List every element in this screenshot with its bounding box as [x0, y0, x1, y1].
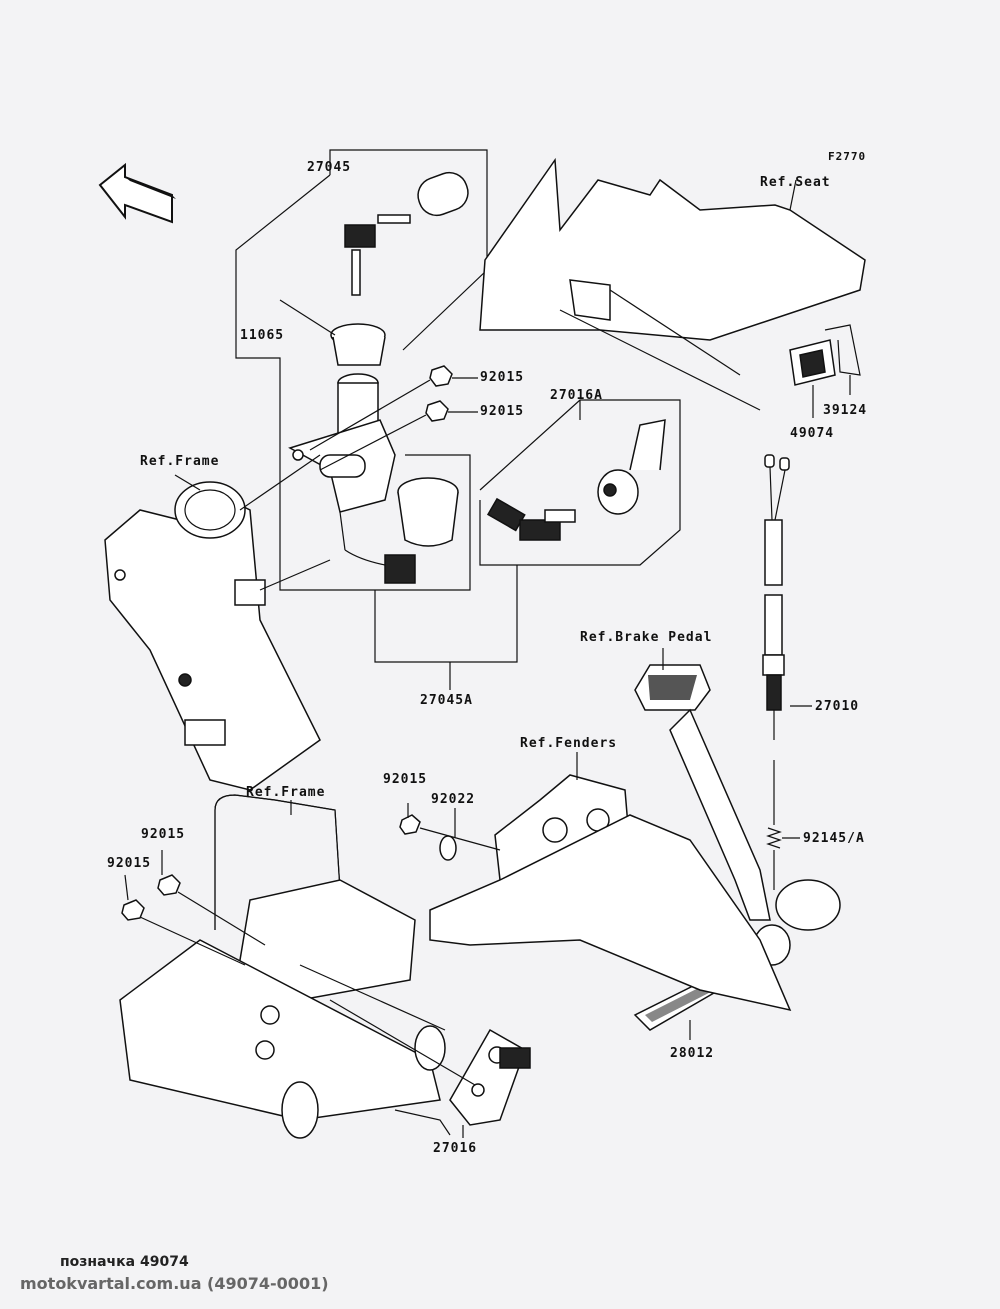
label-27010: 27010 — [815, 699, 860, 714]
fenders-ref — [429, 774, 792, 1012]
spring-92145A — [766, 760, 800, 890]
label-49074: 49074 — [790, 426, 835, 441]
nut-92015-d — [157, 874, 181, 896]
label-27016: 27016 — [433, 1141, 478, 1156]
label-11065: 11065 — [240, 328, 285, 343]
figure-code: F2770 — [828, 150, 867, 163]
label-ref-seat: Ref.Seat — [760, 175, 831, 190]
bracket-27045 — [235, 149, 488, 591]
brake-pedal-ref — [634, 664, 841, 966]
nut-92015-e — [121, 899, 145, 921]
label-ref-frame-bottom: Ref.Frame — [246, 785, 326, 800]
label-ref-frame-top: Ref.Frame — [140, 454, 220, 469]
label-28012: 28012 — [670, 1046, 715, 1061]
label-27016A: 27016A — [550, 388, 603, 403]
label-92015-e: 92015 — [107, 856, 152, 871]
pad-49074 — [789, 339, 836, 386]
label-92015-a: 92015 — [480, 370, 525, 385]
nut-92015-a — [429, 365, 453, 387]
label-27045A: 27045A — [420, 693, 473, 708]
label-27045: 27045 — [307, 160, 352, 175]
key-part — [344, 171, 469, 296]
bracket-27016 — [394, 1028, 531, 1136]
frame-bottom-ref — [119, 794, 446, 1139]
frame-top-ref — [104, 481, 321, 791]
cap-11065 — [330, 323, 386, 366]
seat-ref — [479, 157, 866, 411]
front-arrow-icon — [98, 162, 176, 224]
bracket-27016A — [479, 399, 681, 566]
seat-lock-27016A — [486, 419, 666, 541]
switch-27010 — [762, 454, 790, 740]
clip-39124 — [824, 324, 861, 376]
label-39124: 39124 — [823, 403, 868, 418]
watermark: motokvartal.com.ua (49074-0001) — [20, 1274, 329, 1293]
label-92022: 92022 — [431, 792, 476, 807]
ignition-switch — [288, 373, 416, 584]
bracket-27045A — [374, 565, 518, 690]
label-92015-c: 92015 — [383, 772, 428, 787]
nut-92015-b — [425, 400, 449, 422]
nut-92015-c — [399, 814, 421, 835]
label-92015-b: 92015 — [480, 404, 525, 419]
label-92015-d: 92015 — [141, 827, 186, 842]
cup-part — [397, 477, 459, 547]
caption: позначка 49074 — [60, 1254, 189, 1270]
label-92145A: 92145/A — [803, 831, 865, 846]
label-ref-fenders: Ref.Fenders — [520, 736, 618, 751]
label-ref-brake-pedal: Ref.Brake Pedal — [580, 630, 713, 645]
washer-92022 — [439, 835, 457, 861]
